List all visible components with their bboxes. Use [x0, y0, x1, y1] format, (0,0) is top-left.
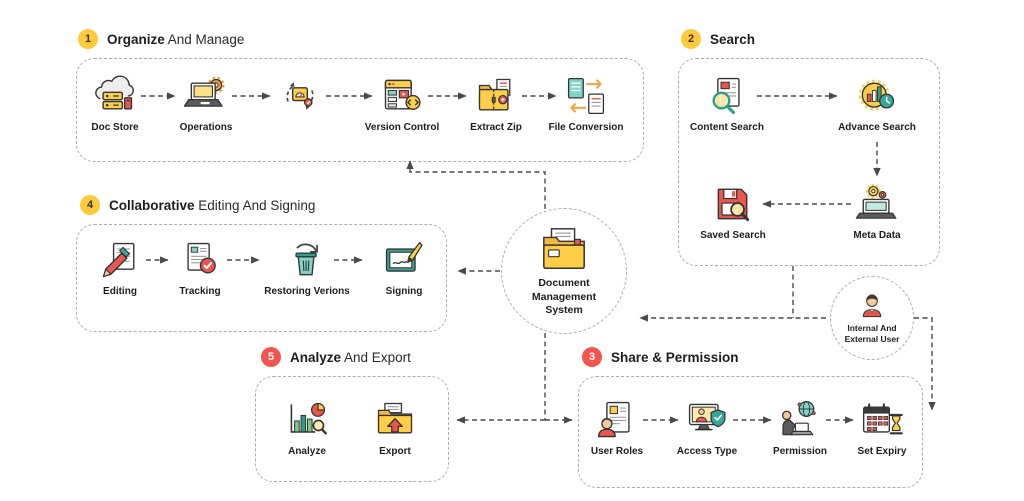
item-label: Saved Search: [700, 230, 766, 241]
analyze-export-section-box: [255, 376, 449, 482]
share-permission-badge: 3: [582, 347, 602, 367]
item-label: Version Control: [364, 122, 440, 133]
set-expiry-icon: [860, 398, 904, 442]
item-label: User Roles: [590, 446, 644, 457]
organize-title: Organize And Manage: [107, 31, 245, 47]
user-roles-icon: [595, 398, 639, 442]
collaborative-section-box: [76, 224, 447, 332]
item-saved-search: Saved Search: [691, 182, 775, 241]
item-label: Permission: [773, 446, 827, 457]
search-badge: 2: [681, 29, 701, 49]
item-label: Restoring Verions: [264, 286, 350, 297]
organize-badge: 1: [78, 29, 98, 49]
tracking-icon: [178, 238, 222, 282]
item-version-control: Version Control: [360, 74, 444, 133]
share-permission-section-box: [578, 376, 923, 488]
file-conversion-icon: [564, 74, 608, 118]
permission-icon: [778, 398, 822, 442]
item-label: Meta Data: [853, 230, 901, 241]
organize-section-box: [76, 58, 644, 162]
item-label: Export: [379, 446, 411, 457]
item-label: Advance Search: [838, 122, 916, 133]
center-node-label: Document Management System: [531, 277, 597, 317]
item-label: Extract Zip: [470, 122, 522, 133]
share-permission-title: Share & Permission: [611, 349, 739, 365]
item-process-sync: [258, 74, 342, 122]
item-analyze: Analyze: [265, 398, 349, 457]
extract-zip-icon: [474, 74, 518, 118]
analyze-export-badge: 5: [261, 347, 281, 367]
item-label: Editing: [103, 286, 137, 297]
item-label: Signing: [385, 286, 423, 297]
item-doc-store: Doc Store: [73, 74, 157, 133]
item-editing: Editing: [78, 238, 162, 297]
item-tracking: Tracking: [158, 238, 242, 297]
item-set-expiry: Set Expiry: [840, 398, 924, 457]
operations-icon: [184, 74, 228, 118]
collaborative-section-header: 4 Collaborative Editing And Signing: [80, 195, 315, 215]
item-label: Operations: [179, 122, 233, 133]
analyze-export-section-header: 5 Analyze And Export: [261, 347, 411, 367]
user-node-label: Internal And External User: [844, 323, 900, 344]
item-advance-search: Advance Search: [835, 74, 919, 133]
internal-external-user-node: Internal And External User: [830, 276, 914, 360]
version-control-icon: [380, 74, 424, 118]
meta-data-icon: [855, 182, 899, 226]
item-content-search: Content Search: [685, 74, 769, 133]
item-label: Tracking: [179, 286, 221, 297]
restoring-versions-icon: [285, 238, 329, 282]
item-extract-zip: Extract Zip: [454, 74, 538, 133]
item-access-type: Access Type: [665, 398, 749, 457]
item-label: File Conversion: [548, 122, 624, 133]
item-label: Analyze: [288, 446, 326, 457]
document-management-system-node: Document Management System: [501, 208, 627, 334]
item-label: Set Expiry: [857, 446, 907, 457]
collaborative-badge: 4: [80, 195, 100, 215]
item-label: Content Search: [690, 122, 764, 133]
advance-search-icon: [855, 74, 899, 118]
search-title: Search: [710, 31, 756, 47]
signing-icon: [382, 238, 426, 282]
analyze-export-title: Analyze And Export: [290, 349, 411, 365]
analyze-icon: [285, 398, 329, 442]
organize-section-header: 1 Organize And Manage: [78, 29, 244, 49]
dms-folder-icon: [539, 224, 589, 274]
content-search-icon: [705, 74, 749, 118]
access-type-icon: [685, 398, 729, 442]
item-label: Doc Store: [91, 122, 139, 133]
item-user-roles: User Roles: [575, 398, 659, 457]
item-label: Access Type: [676, 446, 738, 457]
item-restoring-versions: Restoring Verions: [264, 238, 350, 297]
share-permission-section-header: 3 Share & Permission: [582, 347, 739, 367]
search-section-box: [678, 58, 940, 266]
item-permission: Permission: [758, 398, 842, 457]
collaborative-title: Collaborative Editing And Signing: [109, 197, 316, 213]
editing-icon: [98, 238, 142, 282]
item-file-conversion: File Conversion: [544, 74, 628, 133]
item-meta-data: Meta Data: [835, 182, 919, 241]
export-icon: [373, 398, 417, 442]
item-operations: Operations: [164, 74, 248, 133]
doc-store-icon: [93, 74, 137, 118]
process-sync-icon: [278, 74, 322, 118]
item-signing: Signing: [362, 238, 446, 297]
user-person-icon: [857, 291, 887, 321]
item-export: Export: [353, 398, 437, 457]
search-section-header: 2 Search: [681, 29, 755, 49]
saved-search-icon: [711, 182, 755, 226]
